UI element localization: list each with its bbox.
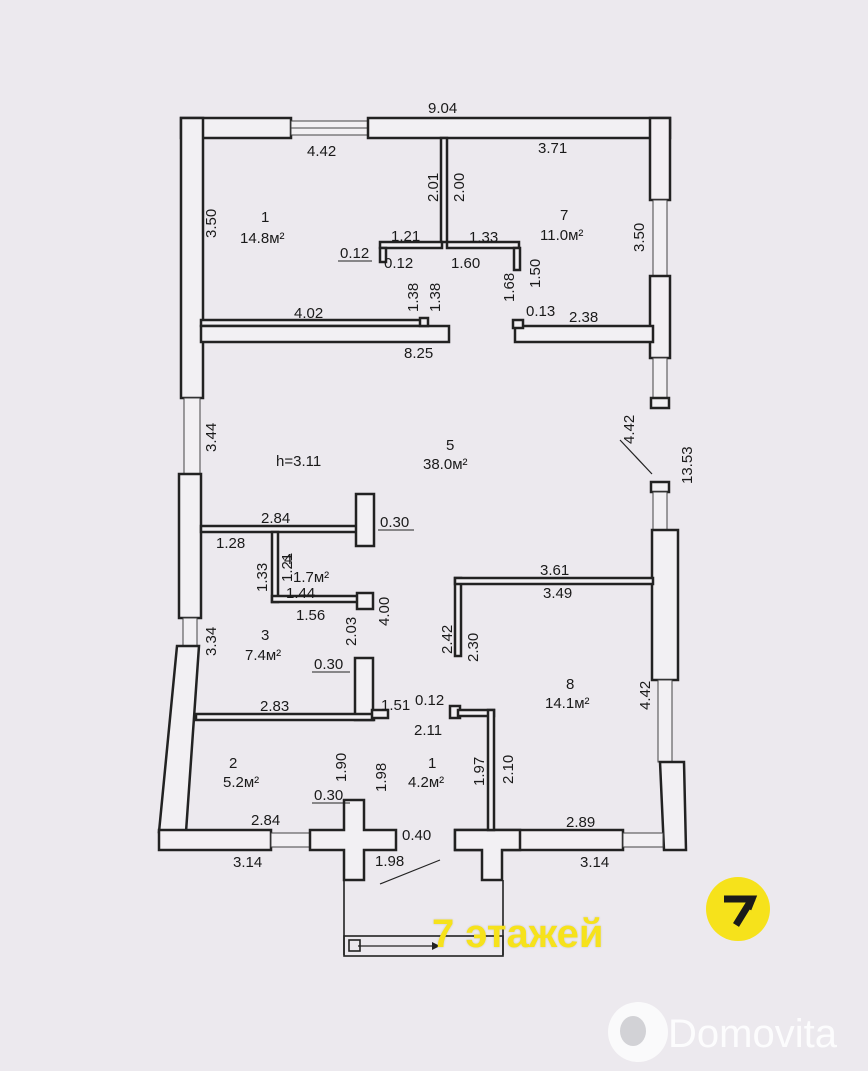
dim-1-28: 1.28 bbox=[216, 535, 245, 552]
dim-top-total: 9.04 bbox=[428, 100, 457, 117]
room-3-number: 3 bbox=[261, 627, 269, 644]
entrance-pillars bbox=[308, 798, 522, 957]
outer-walls bbox=[157, 116, 688, 852]
dim-1-21: 1.21 bbox=[391, 228, 420, 245]
dim-2-84-bottom: 2.84 bbox=[251, 812, 280, 829]
dim-2-83: 2.83 bbox=[260, 698, 289, 715]
interior-walls bbox=[194, 136, 655, 832]
room-6-number: 1 bbox=[261, 209, 269, 226]
dim-1-68: 1.68 bbox=[501, 273, 518, 302]
dim-2-84-top: 2.84 bbox=[261, 510, 290, 527]
dim-1-98-a: 1.98 bbox=[373, 763, 390, 792]
dim-4-02: 4.02 bbox=[294, 305, 323, 322]
dim-1-44: 1.44 bbox=[286, 585, 315, 602]
dim-2-89: 2.89 bbox=[566, 814, 595, 831]
dim-left-3: 3.34 bbox=[203, 627, 220, 656]
room-3-area: 7.4м² bbox=[245, 647, 281, 664]
dim-2-30: 2.30 bbox=[465, 633, 482, 662]
dim-1-21-b: 1.21 bbox=[279, 553, 296, 582]
dim-1-98-b: 1.98 bbox=[375, 853, 404, 870]
dim-1-60: 1.60 bbox=[451, 255, 480, 272]
dim-1-50: 1.50 bbox=[527, 259, 544, 288]
dim-2-11: 2.11 bbox=[414, 722, 442, 739]
dim-1-97: 1.97 bbox=[471, 757, 488, 786]
dim-0-30-mid: 0.30 bbox=[314, 656, 343, 673]
dim-3-14-left: 3.14 bbox=[233, 854, 262, 871]
dim-0-30-top: 0.30 bbox=[380, 514, 409, 531]
dim-1-51: 1.51 bbox=[381, 697, 410, 714]
room-labels: 1 14.8м² 7 11.0м² 5 38.0м² h=3.11 4 1.7м… bbox=[223, 207, 590, 791]
dim-1-38-a: 1.38 bbox=[405, 283, 422, 312]
dim-left-6: 3.50 bbox=[203, 209, 220, 238]
room-4-area: 1.7м² bbox=[293, 569, 329, 586]
dim-3-14-right: 3.14 bbox=[580, 854, 609, 871]
room-8-number: 8 bbox=[566, 676, 574, 693]
dim-2-42: 2.42 bbox=[439, 625, 456, 654]
dim-overall-right: 13.53 bbox=[679, 446, 696, 484]
ceiling-height: h=3.11 bbox=[276, 453, 321, 470]
agency-banner-text: 7 этажей bbox=[432, 912, 604, 956]
agency-logo bbox=[706, 877, 770, 941]
dim-1-33: 1.33 bbox=[469, 229, 498, 246]
dim-8-25: 8.25 bbox=[404, 345, 433, 362]
dim-0-40: 0.40 bbox=[402, 827, 431, 844]
dim-right-4-42-bottom: 4.42 bbox=[637, 681, 654, 710]
room-7-number: 7 bbox=[560, 207, 568, 224]
dim-0-12-a: 0.12 bbox=[340, 245, 369, 262]
dim-top-left: 4.42 bbox=[307, 143, 336, 160]
room-5-number: 5 bbox=[446, 437, 454, 454]
dim-0-12-b: 0.12 bbox=[384, 255, 413, 272]
dim-part-a: 2.01 bbox=[425, 173, 442, 202]
dim-2-03: 2.03 bbox=[343, 617, 360, 646]
dim-top-right: 3.71 bbox=[538, 140, 567, 157]
dim-4-00: 4.00 bbox=[376, 597, 393, 626]
dim-1-56: 1.56 bbox=[296, 607, 325, 624]
room-6-area: 14.8м² bbox=[240, 230, 285, 247]
dim-right-7: 3.50 bbox=[631, 223, 648, 252]
room-1-area: 4.2м² bbox=[408, 774, 444, 791]
room-4-number: 4 bbox=[284, 551, 292, 568]
dim-0-30-low: 0.30 bbox=[314, 787, 343, 804]
dim-part-b: 2.00 bbox=[451, 173, 468, 202]
watermark-text: Domovita bbox=[668, 1012, 837, 1056]
dim-1-38-b: 1.38 bbox=[427, 283, 444, 312]
room-8-area: 14.1м² bbox=[545, 695, 590, 712]
dim-2-38: 2.38 bbox=[569, 309, 598, 326]
dim-right-4-42-top: 4.42 bbox=[621, 415, 638, 444]
dim-2-10: 2.10 bbox=[500, 755, 517, 784]
dim-3-49: 3.49 bbox=[543, 585, 572, 602]
dim-1-33-b: 1.33 bbox=[254, 563, 271, 592]
dim-3-61: 3.61 bbox=[540, 562, 569, 579]
room-1-number: 1 bbox=[428, 755, 436, 772]
room-2-area: 5.2м² bbox=[223, 774, 259, 791]
dim-0-13: 0.13 bbox=[526, 303, 555, 320]
dim-1-90: 1.90 bbox=[333, 753, 350, 782]
room-2-number: 2 bbox=[229, 755, 237, 772]
room-5-area: 38.0м² bbox=[423, 456, 468, 473]
dim-0-12-c: 0.12 bbox=[415, 692, 444, 709]
room-7-area: 11.0м² bbox=[540, 227, 583, 244]
dimension-labels: 9.04 4.42 3.71 3.50 3.50 2.01 2.00 1.21 … bbox=[203, 100, 696, 871]
watermark-icon bbox=[608, 1002, 668, 1062]
dim-left-5: 3.44 bbox=[203, 423, 220, 452]
